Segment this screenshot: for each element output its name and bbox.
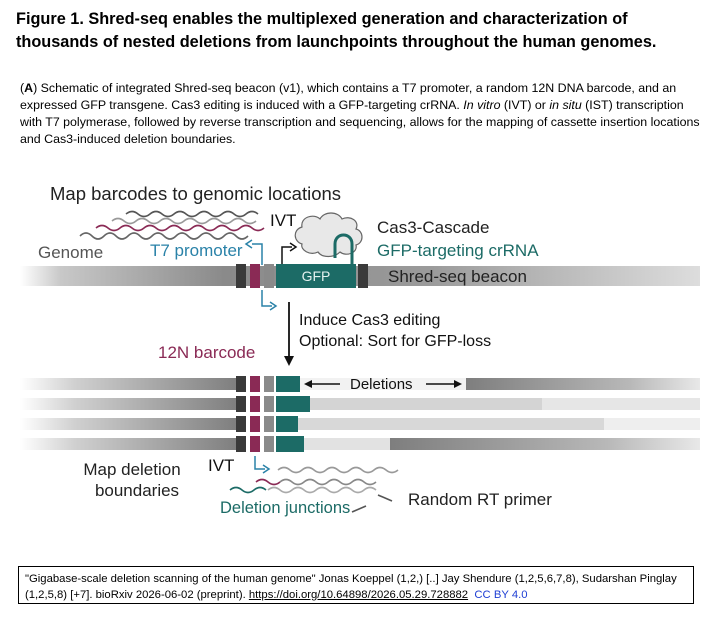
- random-rt-label: Random RT primer: [408, 490, 552, 509]
- cas3-cascade-label: Cas3-Cascade: [377, 218, 489, 237]
- map-deletion-label-1: Map deletion: [83, 460, 180, 479]
- deletion-row-1: [20, 376, 700, 392]
- caption-part-1: ) Schematic of integrated Shred-seq beac…: [20, 81, 677, 112]
- t7-bottom-arrowhead: [262, 464, 271, 474]
- deletion-row-2: [20, 396, 700, 412]
- panel-letter: A: [24, 81, 34, 95]
- license-link[interactable]: CC BY 4.0: [474, 588, 528, 601]
- shred-seq-schematic: Map barcodes to genomic locations IVT Ge…: [20, 183, 700, 517]
- shred-seq-beacon-bar: [20, 264, 700, 288]
- doi-link[interactable]: https://doi.org/10.64898/2026.05.29.7288…: [248, 588, 469, 601]
- genome-wavy-lines: [79, 210, 265, 240]
- deletions-arrowhead-right: [454, 380, 462, 388]
- t7-bottom-arrow: [254, 456, 265, 470]
- caption-part-3: (IST) transcription with T7 polymerase, …: [20, 98, 700, 146]
- map-barcodes-label: Map barcodes to genomic locations: [50, 183, 341, 204]
- map-deletion-label-2: boundaries: [95, 481, 179, 500]
- citation-text: "Gigabase-scale deletion scanning of the…: [25, 573, 677, 601]
- caption-in-situ: in situ: [549, 98, 582, 112]
- gfp-label: GFP: [302, 268, 331, 284]
- figure-caption: (A) Schematic of integrated Shred-seq be…: [20, 81, 700, 146]
- induce-label: Induce Cas3 editing: [299, 312, 440, 329]
- gfp-promoter-arrow: [281, 246, 292, 265]
- figure-title: Figure 1. Shred-seq enables the multiple…: [16, 10, 657, 51]
- gfp-crrna-label: GFP-targeting crRNA: [377, 241, 539, 260]
- ivt-top-label: IVT: [270, 211, 296, 230]
- t7-arrowhead-left: [244, 239, 253, 249]
- induce-arrowhead: [284, 356, 294, 366]
- deletions-arrowhead-left: [304, 380, 312, 388]
- genome-label: Genome: [38, 243, 103, 262]
- citation-box: "Gigabase-scale deletion scanning of the…: [18, 566, 694, 604]
- gfp-promoter-arrowhead: [289, 242, 298, 252]
- beacon-label: Shred-seq beacon: [388, 267, 527, 286]
- optional-label: Optional: Sort for GFP-loss: [299, 333, 491, 350]
- cas3-cascade-complex: [294, 212, 363, 264]
- deletion-junction-reads: [229, 466, 399, 513]
- t7-promoter-label: T7 promoter: [150, 241, 243, 260]
- barcode-12n-label: 12N barcode: [158, 343, 255, 362]
- caption-in-vitro: In vitro: [463, 98, 501, 112]
- t7-arrowhead-down: [269, 301, 278, 311]
- deletions-label: Deletions: [350, 376, 413, 393]
- ivt-bottom-label: IVT: [208, 456, 234, 475]
- deletion-junctions-label: Deletion junctions: [220, 499, 350, 517]
- t7-arrow-left: [252, 243, 263, 265]
- caption-part-2: (IVT) or: [500, 98, 550, 112]
- deletion-row-4: [20, 436, 700, 452]
- t7-arrow-down: [261, 290, 272, 307]
- deletion-row-3: [20, 416, 700, 432]
